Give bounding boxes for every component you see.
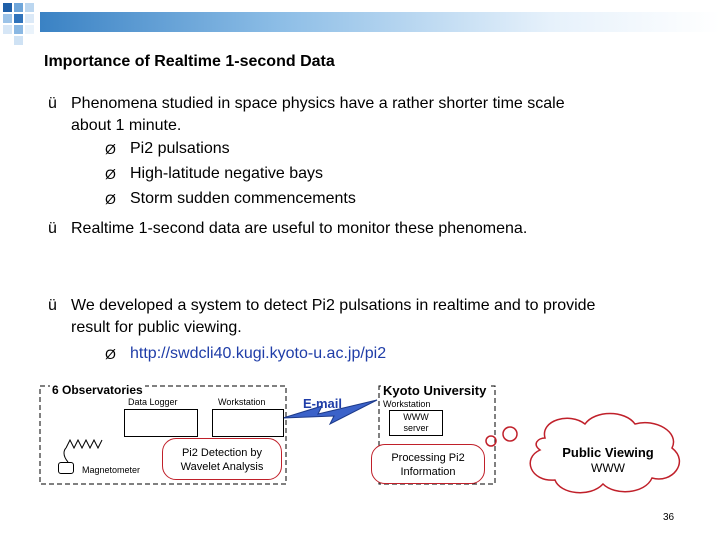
sub-bullet-text: High-latitude negative bays [130, 165, 324, 182]
bullet-text: Phenomena studied in space physics have … [71, 95, 565, 112]
processing-box: Processing Pi2 Information [371, 444, 485, 484]
decor-square [14, 14, 23, 23]
kyoto-university-label: Kyoto University [381, 383, 489, 398]
check-icon: ü [48, 297, 57, 314]
arrow-bullet-icon: Ø [105, 141, 116, 157]
decor-square [3, 14, 12, 23]
workstation-box [212, 409, 284, 437]
decor-square [14, 3, 23, 12]
kyoto-workstation-label: Workstation [383, 399, 431, 409]
decor-square [14, 36, 23, 45]
slide-title: Importance of Realtime 1-second Data [44, 53, 335, 70]
decor-square [25, 14, 34, 23]
arrow-bullet-icon: Ø [105, 191, 116, 207]
data-logger-label: Data Logger [128, 397, 178, 407]
page-number: 36 [663, 512, 675, 523]
processing-line1: Processing Pi2 [391, 452, 465, 464]
bullet-text: result for public viewing. [71, 319, 242, 336]
sub-bullet-text: Pi2 pulsations [130, 140, 230, 157]
pi2-detection-box: Pi2 Detection by Wavelet Analysis [162, 438, 282, 480]
public-viewing-line2: WWW [591, 461, 625, 475]
decor-square [25, 25, 34, 34]
data-logger-box [124, 409, 198, 437]
bullet-text: Realtime 1-second data are useful to mon… [71, 220, 528, 237]
workstation-label: Workstation [218, 397, 266, 407]
bullet-text: We developed a system to detect Pi2 puls… [71, 297, 596, 314]
check-icon: ü [48, 220, 57, 237]
pi2-detection-line2: Wavelet Analysis [180, 461, 264, 473]
decor-square [14, 25, 23, 34]
arrow-bullet-icon: Ø [105, 166, 116, 182]
url-link[interactable]: http://swdcli40.kugi.kyoto-u.ac.jp/pi2 [130, 345, 387, 362]
www-server-line2: server [403, 423, 429, 433]
arrow-bullet-icon: Ø [105, 346, 116, 362]
header-gradient-bar [40, 12, 720, 32]
bullet-text: about 1 minute. [71, 117, 182, 134]
check-icon: ü [48, 95, 57, 112]
observatories-label: 6 Observatories [50, 383, 145, 397]
decor-square [3, 3, 12, 12]
decor-square [25, 3, 34, 12]
sub-bullet-text: Storm sudden commencements [130, 190, 356, 207]
public-viewing-line1: Public Viewing [562, 445, 654, 460]
decor-square [3, 25, 12, 34]
email-label: E-mail [303, 396, 343, 411]
magnetometer-label: Magnetometer [82, 465, 141, 475]
pi2-detection-line1: Pi2 Detection by [181, 447, 263, 459]
magnetometer-icon [58, 462, 74, 474]
www-server-line1: WWW [403, 412, 429, 422]
processing-line2: Information [400, 466, 456, 478]
www-server-box: WWW server [389, 410, 443, 436]
